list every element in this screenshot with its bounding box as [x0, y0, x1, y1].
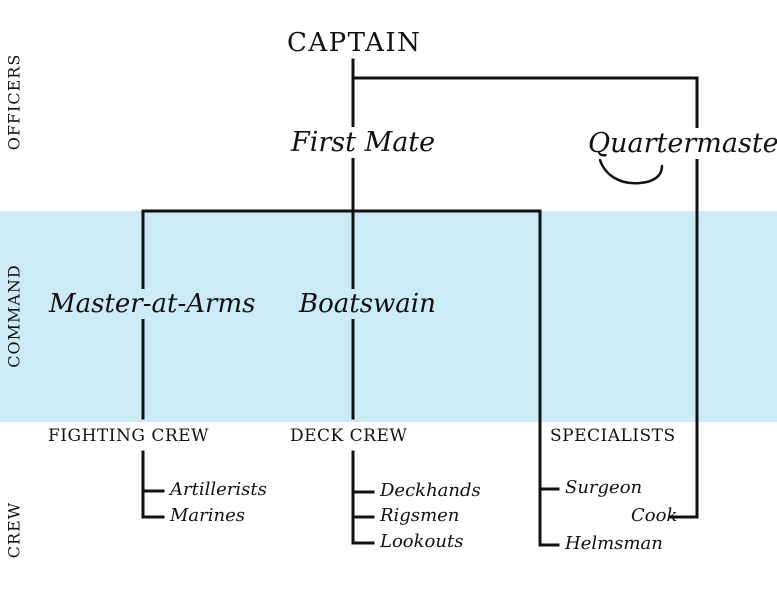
boatswain-label: Boatswain — [297, 289, 438, 319]
cook-label: Cook — [631, 505, 678, 526]
artillerists-label: Artillerists — [170, 479, 267, 500]
tier-label-crew: CREW — [4, 501, 24, 559]
tier-label-officers: OFFICERS — [4, 53, 24, 151]
marines-label: Marines — [170, 505, 246, 526]
fighting-crew-label: FIGHTING CREW — [48, 426, 210, 446]
helmsman-label: Helmsman — [565, 533, 663, 554]
specialists-label: SPECIALISTS — [550, 426, 676, 446]
rigsmen-label: Rigsmen — [380, 505, 460, 526]
captain-label: CAPTAIN — [287, 28, 422, 58]
surgeon-label: Surgeon — [565, 477, 643, 498]
quartermaster-label: Quartermaster — [586, 128, 777, 159]
master-at-arms-label: Master-at-Arms — [47, 289, 258, 319]
quartermaster-swash — [598, 158, 664, 185]
first-mate-label: First Mate — [289, 127, 438, 158]
tier-label-command: COMMAND — [4, 264, 24, 368]
deck-crew-label: DECK CREW — [290, 426, 408, 446]
deckhands-label: Deckhands — [380, 480, 481, 501]
lookouts-label: Lookouts — [380, 531, 464, 552]
